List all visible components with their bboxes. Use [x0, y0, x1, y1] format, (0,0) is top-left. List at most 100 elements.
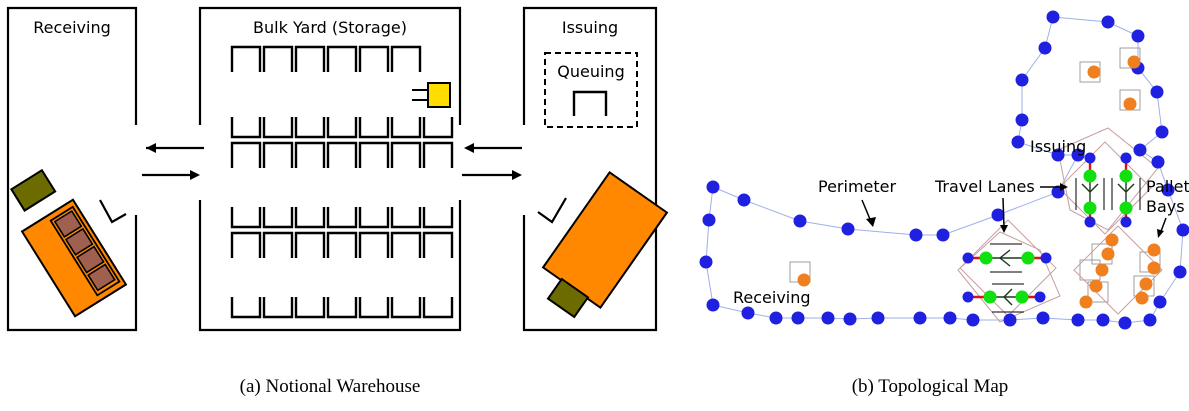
- panel-notional-warehouse: Receiving Bulk Yard (St: [6, 6, 669, 397]
- perimeter-node: [769, 311, 783, 325]
- crate: [64, 227, 94, 256]
- perimeter-node: [1011, 135, 1025, 149]
- arrowhead: [1060, 183, 1068, 191]
- map-edges: [705, 16, 1184, 324]
- lane-region: [957, 231, 1061, 323]
- lane-region: [1057, 127, 1159, 231]
- storage-bay: [326, 45, 358, 72]
- receiving-room-outline: [6, 6, 138, 332]
- map-nodes: [699, 10, 1189, 330]
- receiving-flow-arrows: [142, 143, 204, 180]
- issuing-room-label: Issuing: [562, 18, 618, 37]
- perimeter-node: [1046, 10, 1060, 24]
- perimeter-node: [1101, 15, 1115, 29]
- perimeter-node: [1151, 155, 1165, 169]
- storage-bay: [422, 207, 454, 229]
- receiving-dock-marker: [99, 199, 127, 224]
- lane-end-node: [1040, 252, 1052, 264]
- perimeter-node: [1143, 313, 1157, 327]
- perimeter-node: [943, 311, 957, 325]
- crate: [87, 263, 116, 292]
- lane-node: [983, 290, 997, 304]
- bulk-yard-label: Bulk Yard (Storage): [253, 18, 407, 37]
- storage-bay: [230, 45, 262, 72]
- storage-bay: [326, 207, 358, 229]
- lane-node: [1119, 169, 1133, 183]
- forklift-body: [427, 82, 451, 108]
- perimeter-node: [1176, 223, 1189, 237]
- perimeter-node: [913, 311, 927, 325]
- caption-topological-map: (b) Topological Map: [852, 376, 1009, 397]
- pallet-node: [1089, 279, 1103, 293]
- queuing-label: Queuing: [557, 62, 624, 81]
- perimeter-node: [1071, 148, 1085, 162]
- storage-bay: [358, 45, 390, 72]
- storage-bay: [358, 141, 390, 168]
- arrowhead: [866, 217, 876, 227]
- storage-bay: [326, 231, 358, 258]
- perimeter-node: [706, 298, 720, 312]
- storage-bay: [294, 231, 326, 258]
- lane-edge: [999, 257, 1011, 267]
- pallet-node: [1135, 291, 1149, 305]
- perimeter-node: [699, 255, 713, 269]
- forklift: [412, 82, 451, 108]
- perimeter-node: [843, 312, 857, 326]
- storage-bay: [230, 297, 262, 319]
- travel-lanes-pointer-down: [1002, 197, 1005, 229]
- perimeter-node: [1131, 29, 1145, 43]
- queuing-area: [544, 52, 638, 128]
- storage-bay: [262, 207, 294, 229]
- pallet-bay-box: [1119, 47, 1141, 69]
- perimeter-node: [791, 311, 805, 325]
- storage-bay: [422, 231, 454, 258]
- lane-edge: [1003, 288, 1013, 298]
- lane-end-node: [1120, 152, 1132, 164]
- storage-bay: [262, 231, 294, 258]
- lane-region: [1058, 141, 1152, 235]
- perimeter-node: [966, 313, 980, 327]
- perimeter-node: [909, 228, 923, 242]
- storage-bay: [390, 45, 422, 72]
- storage-bay: [262, 45, 294, 72]
- arrowhead: [146, 143, 156, 153]
- receiving-room-label: Receiving: [33, 18, 111, 37]
- map-label-bays: Bays: [1146, 197, 1185, 216]
- storage-bay: [230, 117, 262, 139]
- lane-end-node: [1120, 216, 1132, 228]
- perimeter-node: [1133, 143, 1147, 157]
- storage-bay: [326, 117, 358, 139]
- lane-edge: [1125, 183, 1135, 193]
- perimeter-node: [991, 208, 1005, 222]
- storage-bay: [294, 297, 326, 319]
- perimeter-node: [1038, 41, 1052, 55]
- storage-bay: [358, 207, 390, 229]
- perimeter-node: [1155, 125, 1169, 139]
- issuing-room-outline: [522, 6, 658, 332]
- pallet-node: [1147, 243, 1161, 257]
- issuing-truck: [541, 171, 669, 319]
- storage-bay: [262, 117, 294, 139]
- perimeter-node: [741, 306, 755, 320]
- storage-bay: [294, 117, 326, 139]
- perimeter-node: [1003, 313, 1017, 327]
- storage-bay: [230, 231, 262, 258]
- panel-topological-map: Issuing Perimeter Travel Lanes Pallet Ba…: [699, 10, 1189, 397]
- lane-node: [979, 251, 993, 265]
- storage-bay: [390, 207, 422, 229]
- perimeter-node: [1161, 183, 1175, 197]
- pallet-node: [1139, 277, 1153, 291]
- perimeter-node: [841, 222, 855, 236]
- perimeter-node: [936, 228, 950, 242]
- storage-bay: [294, 207, 326, 229]
- map-label-travel-lanes: Travel Lanes: [934, 177, 1035, 196]
- storage-bay: [422, 141, 454, 168]
- lane-node: [1015, 290, 1029, 304]
- lane-node: [1083, 201, 1097, 215]
- receiving-truck-cab: [9, 168, 57, 212]
- storage-bay: [262, 297, 294, 319]
- storage-bays: [230, 45, 454, 319]
- arrowhead: [1157, 229, 1164, 238]
- lane-node: [1021, 251, 1035, 265]
- storage-bay: [390, 231, 422, 258]
